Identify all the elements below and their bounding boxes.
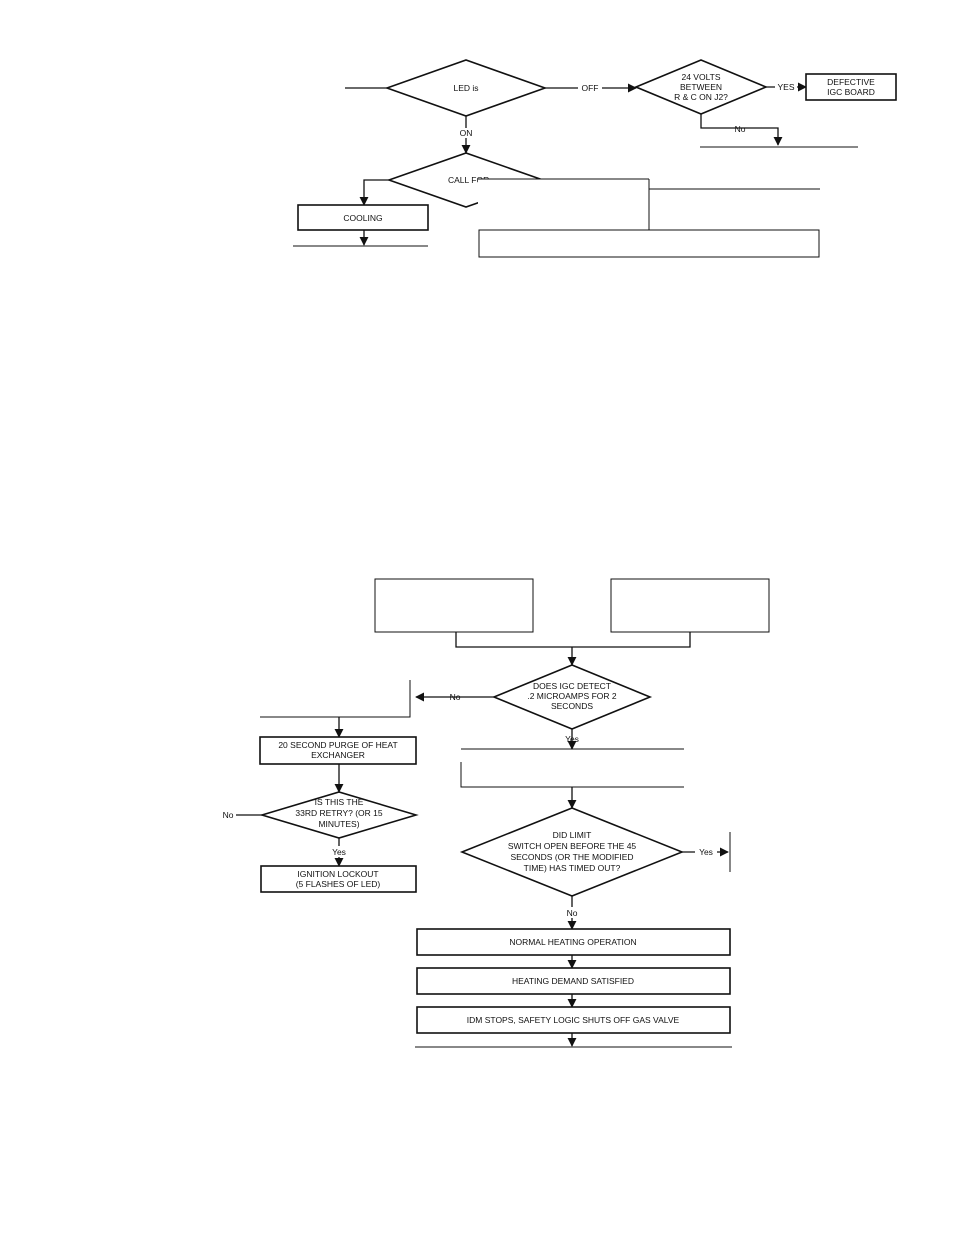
normal-heating-box: [416, 928, 731, 956]
top-flowchart: LED is OFF 24 VOLTS BETWEEN R & C ON J2?…: [293, 59, 897, 258]
cooling-box: [297, 204, 429, 231]
retry-decision: [259, 791, 419, 839]
limit-yes-label-bg: [695, 846, 717, 857]
no-label: No: [735, 124, 746, 134]
detect-no-box-edge: [260, 680, 411, 718]
demand-satisfied-label: HEATING DEMAND SATISFIED: [512, 976, 634, 986]
limit-yes-label: Yes: [699, 847, 713, 857]
volts-line-2: BETWEEN: [680, 82, 722, 92]
retry-line-2: 33RD RETRY? (OR 15: [295, 808, 383, 818]
cooling-label: COOLING: [343, 213, 382, 223]
volts-line-3: R & C ON J2?: [674, 92, 728, 102]
call-for-label: CALL FOR: [448, 175, 489, 185]
detect-no-label: No: [450, 692, 461, 702]
retry-line-3: MINUTES): [318, 819, 359, 829]
limit-no-label-bg: [564, 907, 580, 918]
defective-line-2: IGC BOARD: [827, 87, 875, 97]
on-label: ON: [460, 128, 473, 138]
defective-board-box: [805, 73, 897, 101]
defective-line-1: DEFECTIVE: [827, 77, 875, 87]
normal-heating-label: NORMAL HEATING OPERATION: [509, 937, 636, 947]
purge-line-2: EXCHANGER: [311, 750, 365, 760]
idm-stops-label: IDM STOPS, SAFETY LOGIC SHUTS OFF GAS VA…: [467, 1015, 680, 1025]
off-label-bg: [578, 82, 602, 93]
cooling-arrow: [359, 179, 389, 206]
lockout-box: [260, 865, 417, 893]
detect-yes-label: Yes: [565, 734, 579, 744]
on-label-bg: [458, 128, 474, 138]
blank-area: [478, 179, 649, 230]
bottom-flowchart: DOES IGC DETECT .2 MICROAMPS FOR 2 SECON…: [223, 578, 770, 1048]
retry-line-1: IS THIS THE: [315, 797, 364, 807]
retry-yes-label: Yes: [332, 847, 346, 857]
idm-stops-box: [416, 1006, 731, 1034]
limit-line-2: SWITCH OPEN BEFORE THE 45: [508, 841, 637, 851]
lockout-line-2: (5 FLASHES OF LED): [296, 879, 381, 889]
led-is-label: LED is: [453, 83, 478, 93]
demand-satisfied-box: [416, 967, 731, 995]
lockout-line-1: IGNITION LOCKOUT: [297, 869, 378, 879]
blank-section-box: [460, 762, 684, 788]
retry-no-label: No: [223, 810, 234, 820]
detect-line-1: DOES IGC DETECT: [533, 681, 611, 691]
purge-box: [259, 736, 417, 765]
blank-box-right: [610, 578, 770, 633]
merge-connector: [455, 632, 691, 648]
off-label: OFF: [582, 83, 599, 93]
purge-line-1: 20 SECOND PURGE OF HEAT: [278, 740, 397, 750]
blank-box: [478, 229, 820, 258]
limit-no-label: No: [567, 908, 578, 918]
detect-line-3: SECONDS: [551, 701, 593, 711]
yes-label: YES: [777, 82, 794, 92]
blank-box-left: [374, 578, 534, 633]
detect-decision: [491, 664, 653, 730]
limit-line-1: DID LIMIT: [553, 830, 592, 840]
retry-yes-label-bg: [328, 846, 350, 857]
volts-line-1: 24 VOLTS: [681, 72, 720, 82]
limit-line-3: SECONDS (OR THE MODIFIED: [510, 852, 633, 862]
no-arrow: [700, 114, 783, 146]
limit-line-4: TIME) HAS TIMED OUT?: [524, 863, 621, 873]
detect-line-2: .2 MICROAMPS FOR 2: [527, 691, 617, 701]
yes-label-bg: [775, 81, 797, 92]
